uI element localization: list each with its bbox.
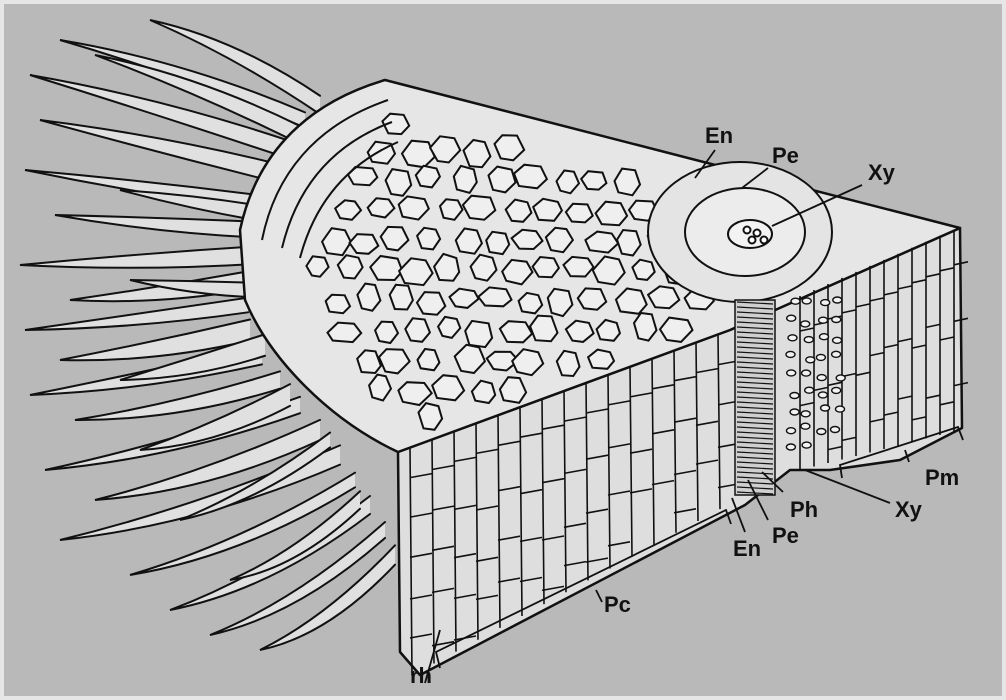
label-pm: Pm <box>925 465 959 490</box>
pit <box>833 337 842 343</box>
cortex-cell <box>500 321 532 342</box>
cortex-cell <box>530 316 557 342</box>
pit <box>805 387 814 393</box>
cortex-cell <box>578 288 606 309</box>
pit <box>806 357 815 363</box>
pit <box>804 337 813 343</box>
pericycle-phloem-strip <box>735 300 775 495</box>
label-pc: Pc <box>604 592 631 617</box>
pit <box>802 370 811 376</box>
pit <box>787 428 796 434</box>
label-en-top: En <box>705 123 733 148</box>
cortex-cell <box>632 260 654 280</box>
label-en-bottom: En <box>733 536 761 561</box>
pit <box>787 370 796 376</box>
pit <box>801 411 810 417</box>
pit <box>833 297 842 303</box>
pit <box>836 375 845 381</box>
cortex-cell <box>486 232 509 254</box>
pit <box>817 429 826 435</box>
pit <box>788 335 797 341</box>
cortex-cell <box>514 165 547 189</box>
cortex-cell <box>417 292 445 315</box>
cortex-cell <box>390 285 413 310</box>
cortex-cell <box>533 199 562 221</box>
label-pe-bottom: Pe <box>772 523 799 548</box>
pit <box>821 300 830 306</box>
pit <box>790 409 799 415</box>
pit <box>786 444 795 450</box>
label-xy-bottom: Xy <box>895 497 923 522</box>
pit <box>802 442 811 448</box>
pit <box>801 321 810 327</box>
pit <box>801 423 810 429</box>
pit <box>816 354 825 360</box>
cortex-cell <box>326 295 350 313</box>
pit <box>821 405 830 411</box>
cortex-cell <box>564 257 594 277</box>
pit <box>790 393 799 399</box>
pit <box>832 317 841 323</box>
cortex-cell <box>357 350 381 373</box>
cortex-cell <box>465 321 492 347</box>
pit <box>791 298 800 304</box>
label-rh: rh <box>410 663 432 688</box>
label-pe-top: Pe <box>772 143 799 168</box>
cortex-cell <box>566 204 593 223</box>
pit <box>836 406 845 412</box>
pit <box>817 375 826 381</box>
pit <box>831 427 840 433</box>
pit <box>832 351 841 357</box>
cortex-cell <box>454 166 477 193</box>
pit <box>832 387 841 393</box>
label-xy-top: Xy <box>868 160 896 185</box>
pit <box>819 317 828 323</box>
pit <box>802 298 811 304</box>
pit <box>820 334 829 340</box>
pit <box>786 351 795 357</box>
pit <box>787 315 796 321</box>
cortex-cell <box>533 257 559 277</box>
label-ph: Ph <box>790 497 818 522</box>
cortex-cell <box>581 171 606 189</box>
vascular-stele <box>648 162 832 302</box>
pit <box>818 392 827 398</box>
